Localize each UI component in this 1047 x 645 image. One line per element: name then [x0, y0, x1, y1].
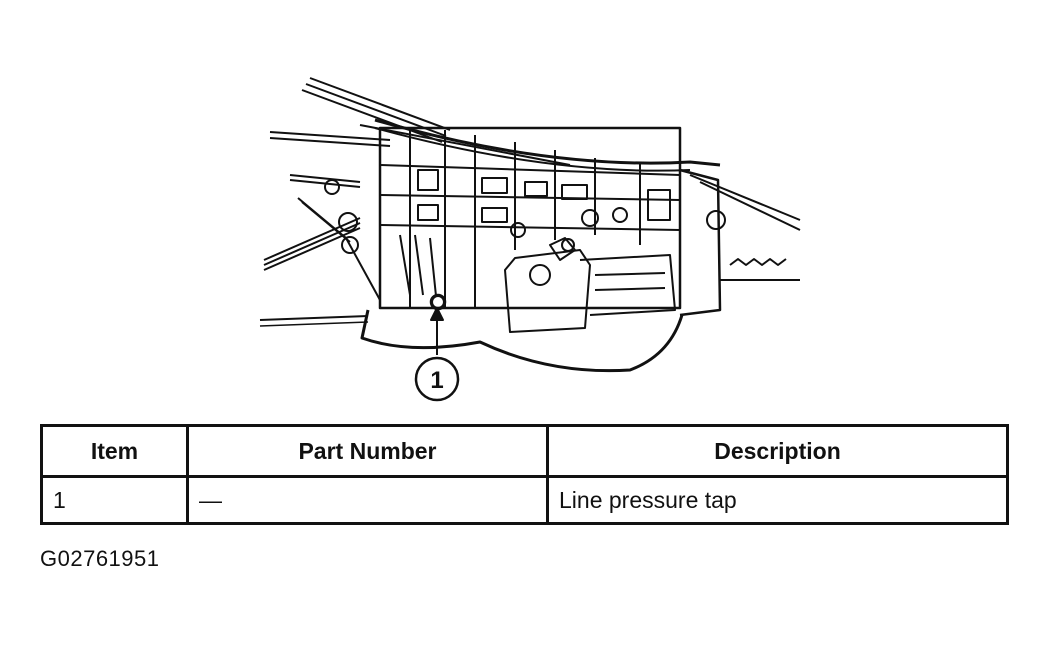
cell-description: Line pressure tap: [546, 475, 1009, 525]
callout-label: 1: [430, 367, 443, 394]
cell-item: 1: [40, 475, 189, 525]
callout-circle: [414, 356, 460, 402]
left-linkage-rods: [263, 197, 381, 301]
table-row: 1 — Line pressure tap: [40, 475, 1009, 525]
upper-hatch-lines: [269, 77, 571, 188]
oil-pan: [360, 309, 684, 373]
header-part-number: Part Number: [186, 424, 549, 478]
callout-arrowhead: [430, 307, 444, 321]
header-description: Description: [546, 424, 1009, 478]
figure-id: G02761951: [40, 546, 160, 571]
cell-part-number: —: [186, 475, 549, 525]
manual-lever-assembly: [504, 237, 676, 333]
table-header-row: Item Part Number Description: [40, 424, 1009, 478]
parts-table: Item Part Number Description 1 — Line pr…: [40, 424, 1009, 525]
valve-body-grid: [379, 128, 681, 308]
transmission-illustration: 1: [259, 77, 801, 402]
header-item: Item: [40, 424, 189, 478]
